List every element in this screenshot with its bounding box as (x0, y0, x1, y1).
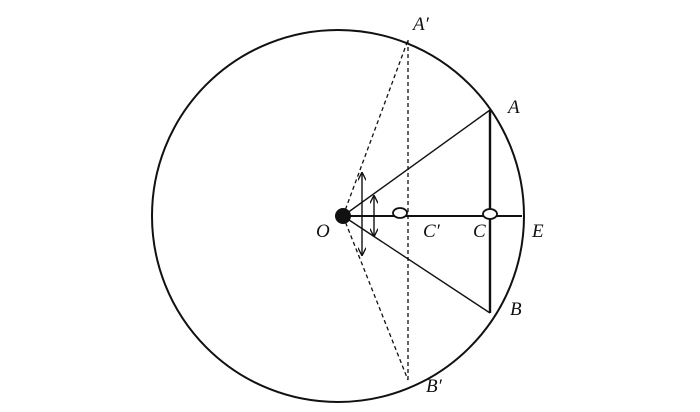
label-b: B (510, 299, 522, 320)
label-b-prime: B′ (426, 376, 443, 397)
line-ob (342, 215, 491, 314)
label-c: C (473, 221, 486, 242)
dashed-line-oa-prime (342, 39, 409, 217)
dashed-line-ob-prime (342, 215, 409, 381)
line-oa (342, 109, 491, 217)
outer-circle (151, 29, 525, 403)
label-e: E (531, 221, 544, 242)
label-c-prime: C′ (423, 221, 441, 242)
center-point-o (335, 208, 351, 224)
ellipse-c (482, 208, 498, 220)
label-a-prime: A′ (411, 14, 430, 35)
ellipse-c-prime (392, 207, 408, 219)
label-a: A (506, 97, 520, 118)
label-o: O (316, 221, 330, 242)
